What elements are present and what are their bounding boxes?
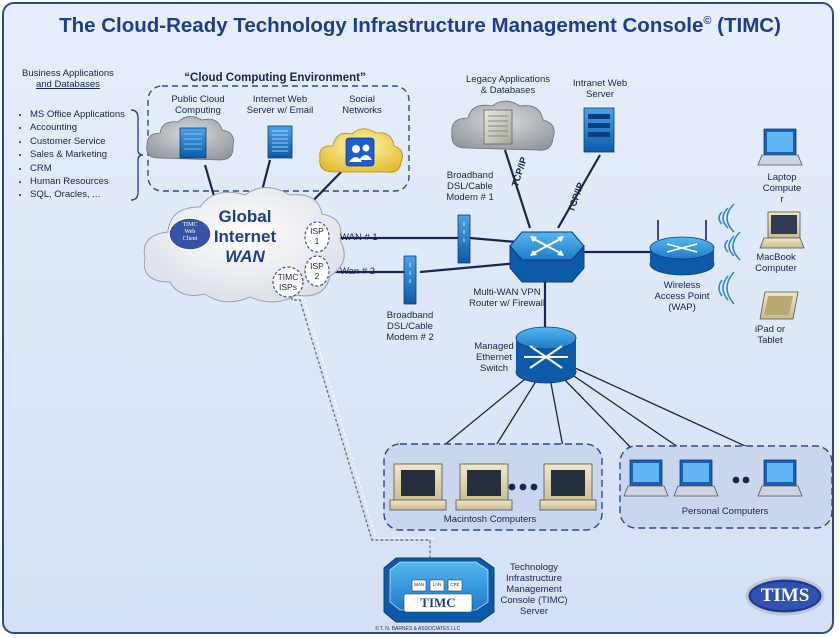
router-icon	[509, 231, 585, 283]
global-internet-label: Global Internet WAN	[213, 207, 277, 266]
wan2-label: Wan # 2	[340, 266, 376, 277]
web-server-icon	[267, 125, 293, 159]
pc-icon	[673, 459, 719, 497]
list-item: MS Office Applications	[30, 108, 125, 121]
legacy-apps-label: Legacy Applications& Databases	[466, 74, 550, 96]
business-apps-bracket	[130, 109, 144, 201]
switch-icon	[515, 326, 577, 384]
timc-web-client-badge	[168, 217, 212, 251]
business-apps-list: MS Office Applications Accounting Custom…	[8, 108, 125, 202]
modem1-icon	[457, 214, 471, 264]
ellipsis-icon	[732, 476, 750, 484]
list-item: Human Resources	[30, 175, 125, 188]
laptop-icon	[757, 128, 803, 166]
tims-logo-text: TIMS	[760, 585, 810, 606]
mac-computer-icon	[539, 463, 597, 511]
copyright-text: © T. N. BARNES & ASSOCIATES LLC	[375, 626, 461, 632]
pc-icon	[757, 459, 803, 497]
tablet-icon	[759, 291, 799, 320]
mac-computer-icon	[455, 463, 513, 511]
wan1-label: WAN # 1	[340, 232, 378, 243]
timc-isp-link	[291, 292, 431, 560]
social-networks-icon	[319, 128, 403, 173]
lan-panel-label: LAN	[432, 582, 442, 587]
mac-group-label: Macintosh Computers	[443, 514, 537, 525]
page-title: The Cloud-Ready Technology Infrastructur…	[59, 14, 781, 37]
timc-logo-text: TIMC	[420, 595, 456, 610]
mac-computer-icon	[389, 463, 447, 511]
wireless-signal-icon	[718, 203, 741, 305]
tims-logo	[745, 576, 825, 616]
ellipsis-icon	[508, 483, 538, 491]
intranet-server-icon	[583, 107, 615, 153]
macbook-icon	[759, 211, 805, 249]
list-item: SQL, Oracles, ...	[30, 188, 125, 201]
timc-server-icon	[383, 557, 495, 623]
cloud-environment-title: “Cloud Computing Environment”	[184, 72, 366, 84]
isp1-badge	[304, 221, 330, 253]
wan-panel-label: WAN	[413, 582, 425, 587]
pc-group-label: Personal Computers	[681, 506, 769, 517]
list-item: Accounting	[30, 121, 125, 134]
pc-icon	[623, 459, 669, 497]
isp2-badge	[304, 255, 330, 287]
wap-icon	[649, 220, 715, 276]
legacy-cloud-icon	[451, 100, 555, 151]
public-cloud-icon	[146, 116, 234, 161]
timc-isps-badge	[272, 266, 304, 298]
list-item: Sales & Marketing	[30, 148, 125, 161]
list-item: Customer Service	[30, 135, 125, 148]
modem2-icon	[403, 255, 417, 305]
business-apps-heading: Business Applications and Databases	[22, 68, 114, 90]
list-item: CRM	[30, 162, 125, 175]
cpe-panel-label: CPE	[450, 582, 460, 587]
